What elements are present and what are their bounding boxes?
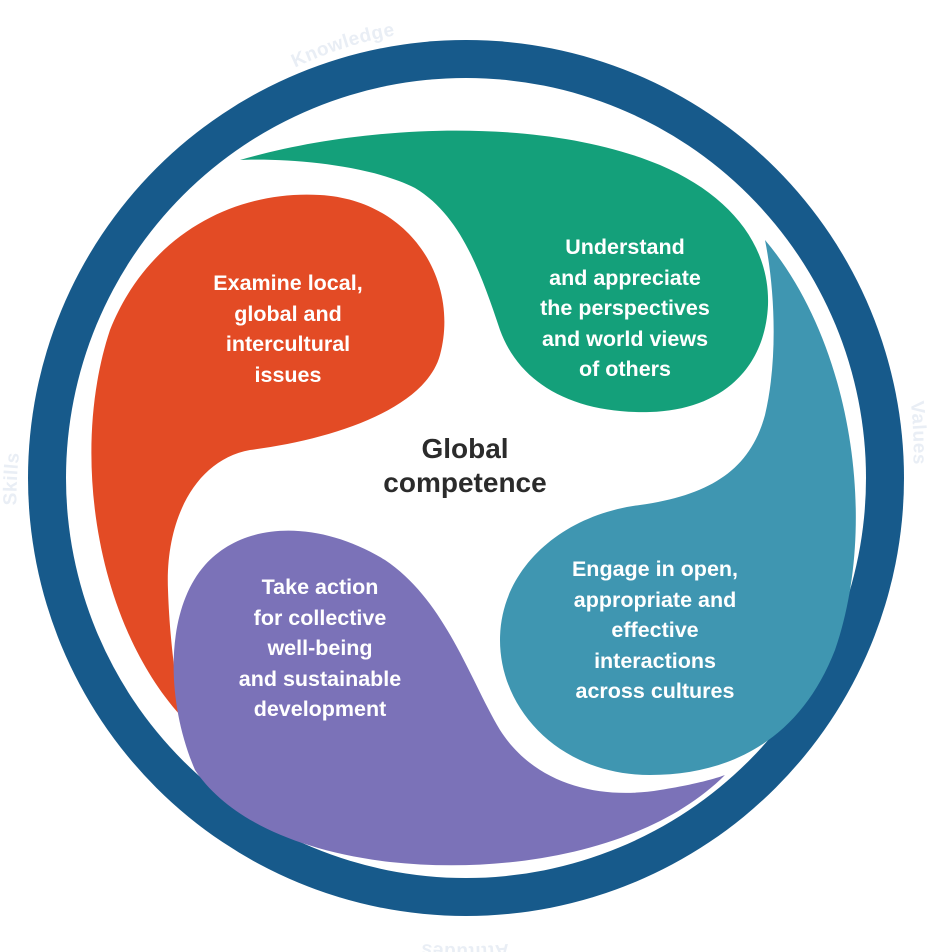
ring-label-values: Values	[906, 400, 930, 465]
petal-understand	[240, 130, 769, 413]
petal-text-engage: Engage in open, appropriate and effectiv…	[571, 557, 739, 703]
petal-take-action	[173, 530, 726, 866]
ring-label-attitudes: Attitudes	[420, 939, 510, 952]
petal-text-take-action: Take action for collective well-being an…	[238, 575, 402, 721]
petal-text-examine: Examine local, global and intercultural …	[213, 271, 363, 387]
petal-engage	[500, 240, 856, 775]
petal-text-understand: Understand and appreciate the perspectiv…	[540, 235, 710, 381]
center-label: Global competence	[383, 433, 547, 498]
ring-label-skills: Skills	[0, 451, 24, 505]
petal-examine	[91, 194, 445, 715]
